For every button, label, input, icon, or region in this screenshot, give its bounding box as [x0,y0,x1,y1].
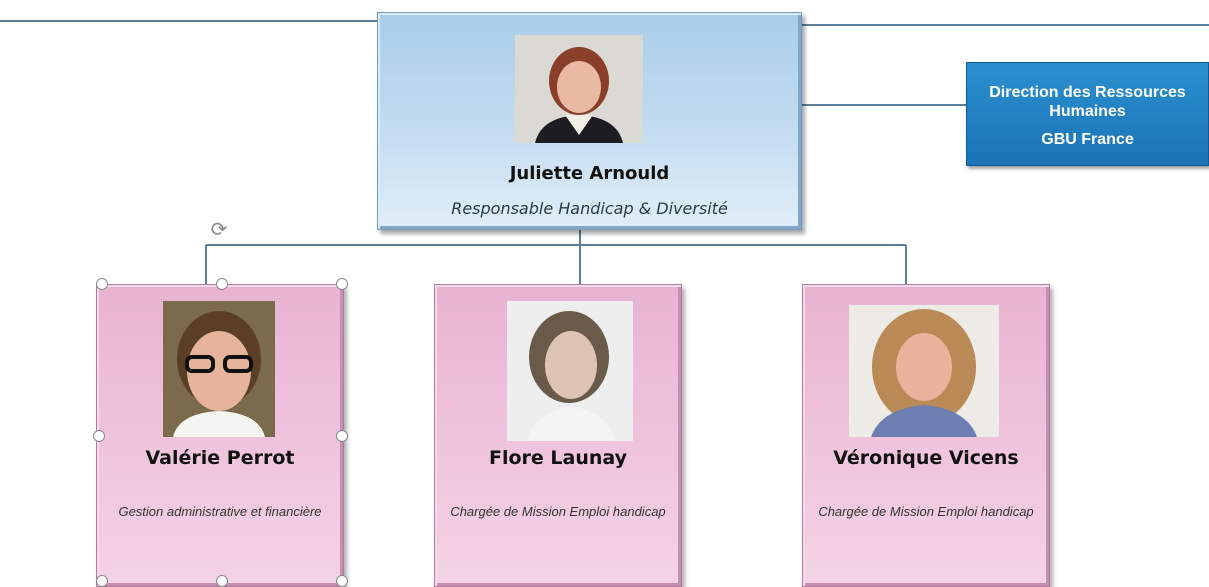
resize-handle-top[interactable] [216,278,228,290]
member-role: Chargée de Mission Emploi handicap [450,504,666,519]
member-card-flore[interactable]: Flore Launay Chargée de Mission Emploi h… [434,284,682,587]
hr-label-line1: Direction des Ressources [989,84,1186,101]
member-card-valerie[interactable]: Valérie Perrot Gestion administrative et… [96,284,344,587]
hr-label-line3: GBU France [1041,131,1134,148]
member-role: Chargée de Mission Emploi handicap [818,504,1034,519]
resize-handle-bottom-left[interactable] [96,575,108,587]
resize-handle-bottom[interactable] [216,575,228,587]
manager-card[interactable]: Juliette Arnould Responsable Handicap & … [377,12,802,230]
rotate-handle-icon[interactable]: ⟳ [210,217,228,241]
member-photo [163,301,275,437]
resize-handle-bottom-right[interactable] [336,575,348,587]
manager-role: Responsable Handicap & Diversité [451,199,728,218]
member-photo [849,305,999,437]
resize-handle-left[interactable] [93,430,105,442]
resize-handle-top-left[interactable] [96,278,108,290]
hr-label-line2: Humaines [1049,103,1126,120]
member-role: Gestion administrative et financière [118,504,322,519]
manager-photo [515,35,643,143]
member-name: Valérie Perrot [145,447,295,469]
resize-handle-top-right[interactable] [336,278,348,290]
member-photo [507,301,633,441]
member-name: Véronique Vicens [833,447,1019,469]
manager-name: Juliette Arnould [509,163,670,184]
member-card-veronique[interactable]: Véronique Vicens Chargée de Mission Empl… [802,284,1050,587]
member-name: Flore Launay [488,447,628,469]
resize-handle-right[interactable] [336,430,348,442]
hr-department-box[interactable]: Direction des Ressources Humaines GBU Fr… [966,62,1209,166]
